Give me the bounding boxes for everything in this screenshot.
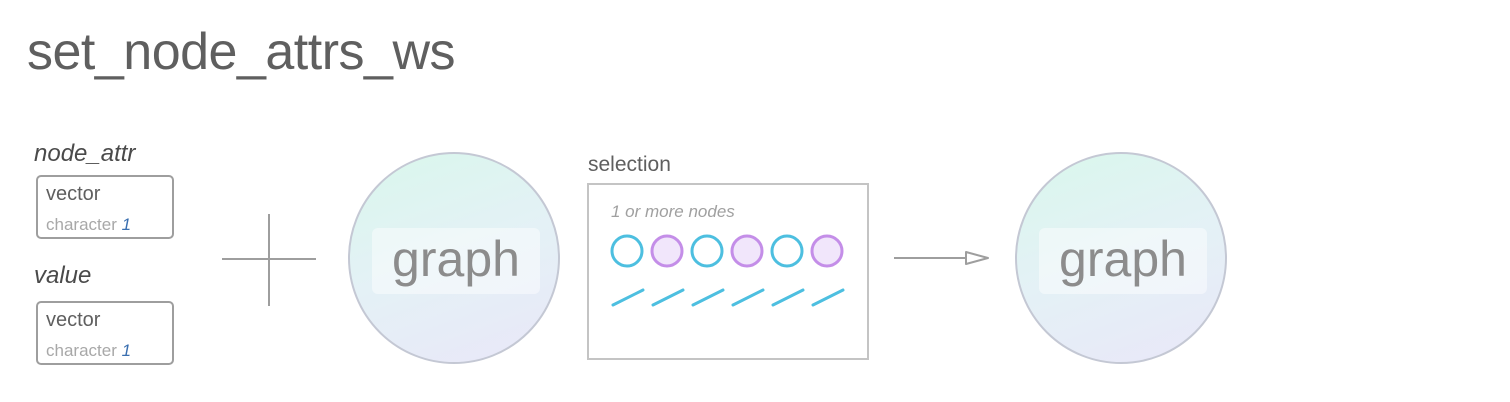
input-graph-label: graph (372, 228, 540, 294)
selection-nodes-edges (610, 234, 845, 307)
selection-node-purple (650, 234, 684, 268)
param-type: vector (46, 183, 101, 205)
output-graph-circle: graph (1015, 152, 1227, 364)
selection-edge (651, 288, 685, 307)
input-graph-circle: graph (348, 152, 560, 364)
selection-node-teal (610, 234, 644, 268)
page-title: set_node_attrs_ws (27, 23, 456, 81)
param-count: 1 (121, 215, 132, 234)
param-type: vector (46, 309, 101, 331)
selection-node-purple (810, 234, 844, 268)
param-name-value: value (34, 262, 92, 289)
output-graph-label: graph (1039, 228, 1207, 294)
selection-edge (811, 288, 845, 307)
param-subtype-label: character (46, 215, 117, 234)
selection-sublabel: 1 or more nodes (611, 202, 735, 221)
selection-edge (691, 288, 725, 307)
param-subtype-label: character (46, 341, 117, 360)
param-box-value: vector character 1 (36, 301, 174, 365)
selection-node-teal (770, 234, 804, 268)
selection-node-teal (690, 234, 724, 268)
selection-node-purple (730, 234, 764, 268)
selection-edge (611, 288, 645, 307)
param-subtype: character 1 (46, 215, 131, 235)
param-name-node-attr: node_attr (34, 140, 136, 167)
param-count: 1 (121, 341, 132, 360)
selection-edge (731, 288, 765, 307)
selection-box: 1 or more nodes (587, 183, 869, 360)
arrow-right-icon (894, 251, 989, 265)
selection-edge (771, 288, 805, 307)
param-subtype: character 1 (46, 341, 131, 361)
plus-icon-vertical (268, 214, 270, 306)
selection-label: selection (588, 153, 671, 176)
param-box-node-attr: vector character 1 (36, 175, 174, 239)
